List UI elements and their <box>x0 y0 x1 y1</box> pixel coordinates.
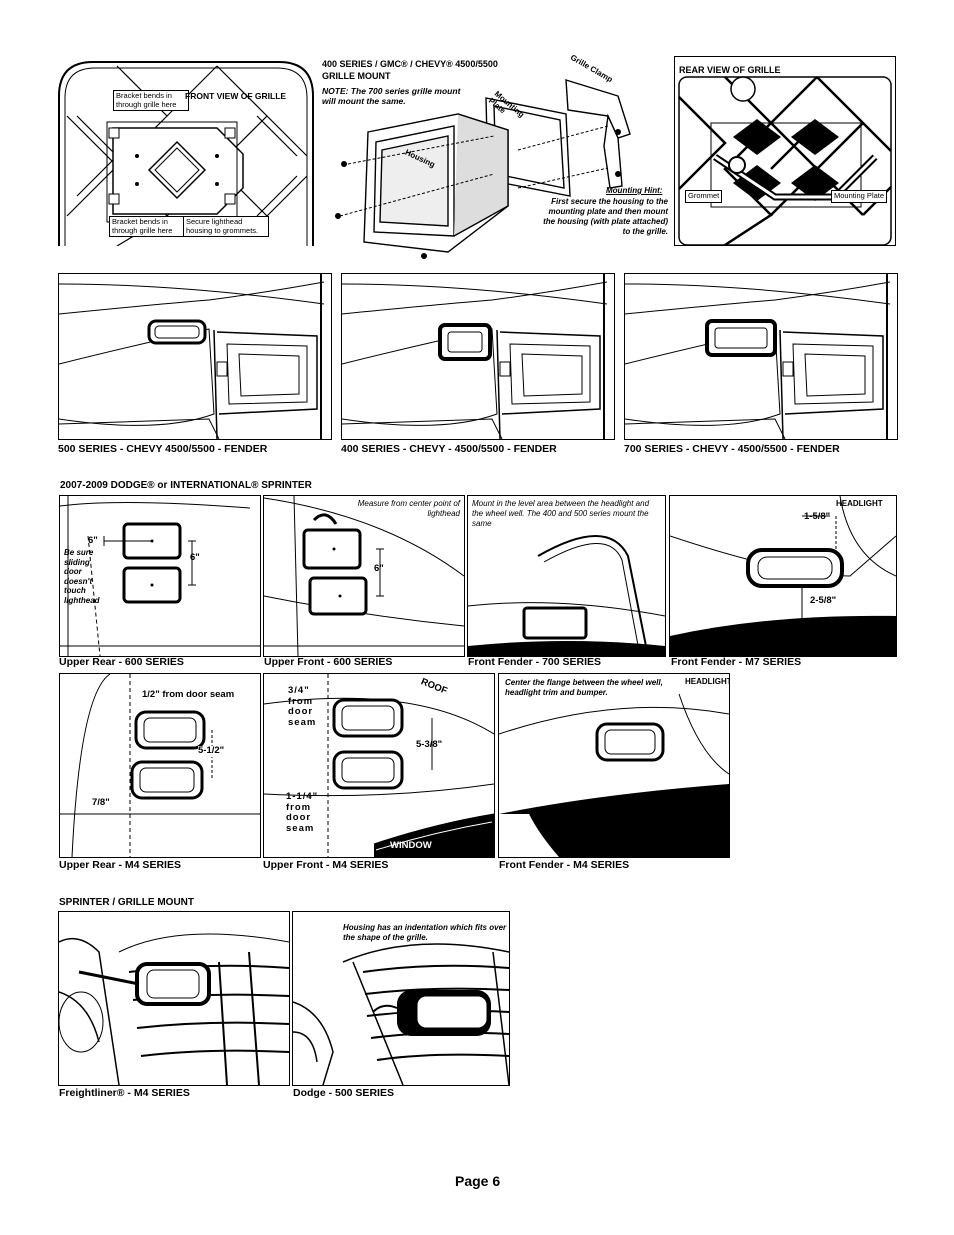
front-fender-m4-note: Center the flange between the wheel well… <box>505 678 663 697</box>
upper-rear-m4-dim-v: 5-1/2" <box>198 745 225 757</box>
sprinter-upper-rear-600-panel: 6" 6" Be sure sliding door doesn't touch… <box>59 495 261 657</box>
chevy-700-panel <box>624 273 898 440</box>
front-fender-700-note: Mount in the level area between the head… <box>472 499 650 528</box>
upper-front-600-note: Measure from center point of lighthead <box>357 499 460 518</box>
dodge-500-note: Housing has an indentation which fits ov… <box>343 923 507 942</box>
chevy-700-caption: 700 SERIES - CHEVY - 4500/5500 - FENDER <box>624 443 840 455</box>
upper-front-m4-dim-top: 3/4" from door seam <box>288 685 317 728</box>
upper-rear-600-drawing <box>60 496 260 656</box>
housing-exploded-drawing <box>335 79 631 259</box>
chevy-fender-drawing <box>342 274 608 439</box>
sprinter-front-fender-700-panel: Mount in the level area between the head… <box>467 495 666 657</box>
sprinter-upper-front-m4-panel: 3/4" from door seam 5-3/8" 1-1/4" from d… <box>263 673 495 858</box>
front-fender-m7-drawing <box>670 496 896 656</box>
front-grille-title: FRONT VIEW OF GRILLE <box>185 91 287 101</box>
rear-grille-label-plate: Mounting Plate <box>831 190 888 203</box>
front-fender-m7-label: HEADLIGHT <box>836 499 883 508</box>
upper-front-m4-label-window: WINDOW <box>390 840 432 851</box>
front-grille-figure: Bracket bends in through grille here FRO… <box>57 56 315 247</box>
sprinter-front-fender-m7-panel: HEADLIGHT 1-5/8" 2-5/8" <box>669 495 897 657</box>
front-fender-m7-caption: Front Fender - M7 SERIES <box>671 656 802 668</box>
rear-grille-title: REAR VIEW OF GRILLE <box>679 65 781 75</box>
upper-rear-600-dim-h: 6" <box>88 535 98 546</box>
upper-front-m4-dim-bottom: 1-1/4" from door seam <box>286 791 319 834</box>
grille-mount-figure: 400 SERIES / GMC® / CHEVY® 4500/5500 GRI… <box>318 53 670 266</box>
dodge-grille-drawing <box>293 943 509 1085</box>
freightliner-m4-panel <box>58 911 290 1086</box>
front-fender-m7-dim-bottom: 2-5/8" <box>810 595 837 606</box>
front-fender-700-caption: Front Fender - 700 SERIES <box>468 656 602 668</box>
front-fender-700-drawing <box>468 535 665 656</box>
chevy-400-caption: 400 SERIES - CHEVY - 4500/5500 - FENDER <box>341 443 557 455</box>
sprinter-heading: 2007-2009 DODGE® or INTERNATIONAL® SPRIN… <box>60 480 312 491</box>
rear-grille-label-grommet: Grommet <box>685 190 723 203</box>
front-grille-label-bracket-top: Bracket bends in through grille here <box>113 90 189 111</box>
mount-note: NOTE: The 700 series grille mount will m… <box>322 86 461 106</box>
chevy-500-panel <box>58 273 332 440</box>
upper-rear-600-caption: Upper Rear - 600 SERIES <box>59 656 184 668</box>
upper-rear-m4-dim-h: 7/8" <box>92 797 110 808</box>
chevy-500-caption: 500 SERIES - CHEVY 4500/5500 - FENDER <box>58 443 268 455</box>
sprinter-upper-rear-m4-panel: 1/2" from door seam 5-1/2" 7/8" <box>59 673 261 858</box>
grille-mount-heading: SPRINTER / GRILLE MOUNT <box>59 897 194 908</box>
front-fender-m4-drawing <box>499 693 729 857</box>
upper-front-600-caption: Upper Front - 600 SERIES <box>264 656 393 668</box>
upper-front-600-drawing <box>264 496 464 656</box>
front-grille-label-secure: Secure lighthead housing to grommets. <box>183 216 269 237</box>
freightliner-drawing <box>59 933 289 1085</box>
upper-rear-m4-drawing <box>60 674 260 857</box>
upper-front-m4-caption: Upper Front - M4 SERIES <box>263 859 389 871</box>
rear-grille-figure: REAR VIEW OF GRILLE Grommet Mounting Pla… <box>674 56 896 246</box>
dodge-500-caption: Dodge - 500 SERIES <box>293 1087 394 1099</box>
front-fender-m4-caption: Front Fender - M4 SERIES <box>499 859 630 871</box>
upper-rear-m4-caption: Upper Rear - M4 SERIES <box>59 859 181 871</box>
mount-title-line2: GRILLE MOUNT <box>322 71 391 81</box>
chevy-400-panel <box>341 273 615 440</box>
upper-front-m4-drawing <box>264 674 494 857</box>
front-grille-label-bracket-bottom: Bracket bends in through grille here <box>109 216 185 237</box>
upper-rear-600-note: Be sure sliding door doesn't touch light… <box>64 548 100 605</box>
front-fender-m4-label: HEADLIGHT <box>685 677 730 686</box>
upper-rear-600-dim-v: 6" <box>190 552 200 563</box>
sprinter-upper-front-600-panel: Measure from center point of lighthead 6… <box>263 495 465 657</box>
page-number: Page 6 <box>455 1173 501 1189</box>
chevy-fender-drawing <box>59 274 325 439</box>
chevy-fender-drawing <box>625 274 891 439</box>
mount-title-line1: 400 SERIES / GMC® / CHEVY® 4500/5500 <box>322 59 498 69</box>
rear-grille-drawing <box>678 76 892 245</box>
sprinter-front-fender-m4-panel: Center the flange between the wheel well… <box>498 673 730 858</box>
mount-hint-title: Mounting Hint: <box>606 186 663 195</box>
dodge-500-panel: Housing has an indentation which fits ov… <box>292 911 510 1086</box>
mount-hint-text: First secure the housing to the mounting… <box>543 197 668 236</box>
upper-front-600-dim-v: 6" <box>374 563 384 574</box>
freightliner-m4-caption: Freightliner® - M4 SERIES <box>59 1087 190 1099</box>
upper-rear-m4-dim-seam: 1/2" from door seam <box>142 689 235 700</box>
front-fender-m7-dim-top: 1-5/8" <box>804 511 831 522</box>
upper-front-m4-dim-v: 5-3/8" <box>416 739 443 750</box>
